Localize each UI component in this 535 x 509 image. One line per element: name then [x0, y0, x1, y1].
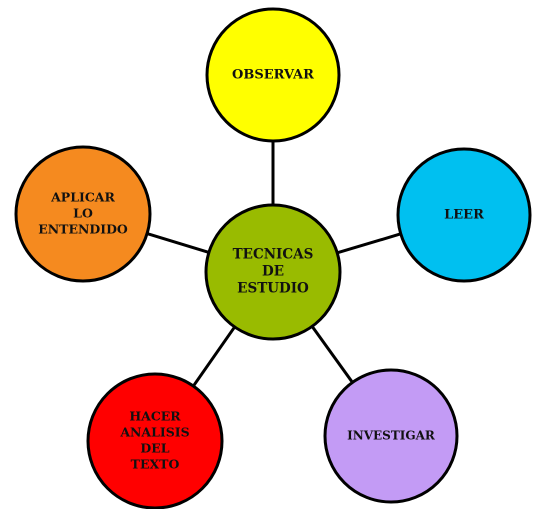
connector-hacer-analisis — [192, 326, 236, 387]
circles: OBSERVARLEERINVESTIGARHACERANALISISDELTE… — [14, 7, 532, 509]
investigar-label-line: INVESTIGAR — [347, 429, 436, 443]
aplicar-label-line: APLICAR — [50, 190, 115, 205]
node-observar: OBSERVAR — [205, 7, 341, 143]
connectors — [146, 141, 402, 387]
node-leer: LEER — [396, 147, 532, 283]
node-investigar: INVESTIGAR — [323, 368, 459, 504]
observar-label-line: OBSERVAR — [232, 68, 314, 83]
hacer-analisis-label-line: HACER — [129, 409, 181, 424]
hacer-analisis-label-line: DEL — [140, 441, 169, 456]
connector-aplicar — [146, 232, 210, 254]
aplicar-circle — [14, 145, 152, 283]
center-circle — [204, 203, 342, 341]
observar-circle — [205, 7, 341, 143]
leer-circle — [396, 147, 532, 283]
connector-investigar — [310, 325, 354, 384]
hacer-analisis-circle — [86, 372, 224, 509]
center-label-line: DE — [262, 264, 284, 280]
leer-label-line: LEER — [444, 208, 484, 223]
center-label-line: ESTUDIO — [237, 281, 309, 297]
investigar-circle — [323, 368, 459, 504]
center-label-line: TECNICAS — [233, 247, 314, 263]
aplicar-label-line: LO — [73, 206, 93, 221]
hacer-analisis-label-line: TEXTO — [131, 457, 180, 472]
connector-leer — [336, 232, 402, 255]
aplicar-label-line: ENTENDIDO — [38, 222, 128, 237]
hacer-analisis-label-line: ANALISIS — [119, 425, 189, 440]
